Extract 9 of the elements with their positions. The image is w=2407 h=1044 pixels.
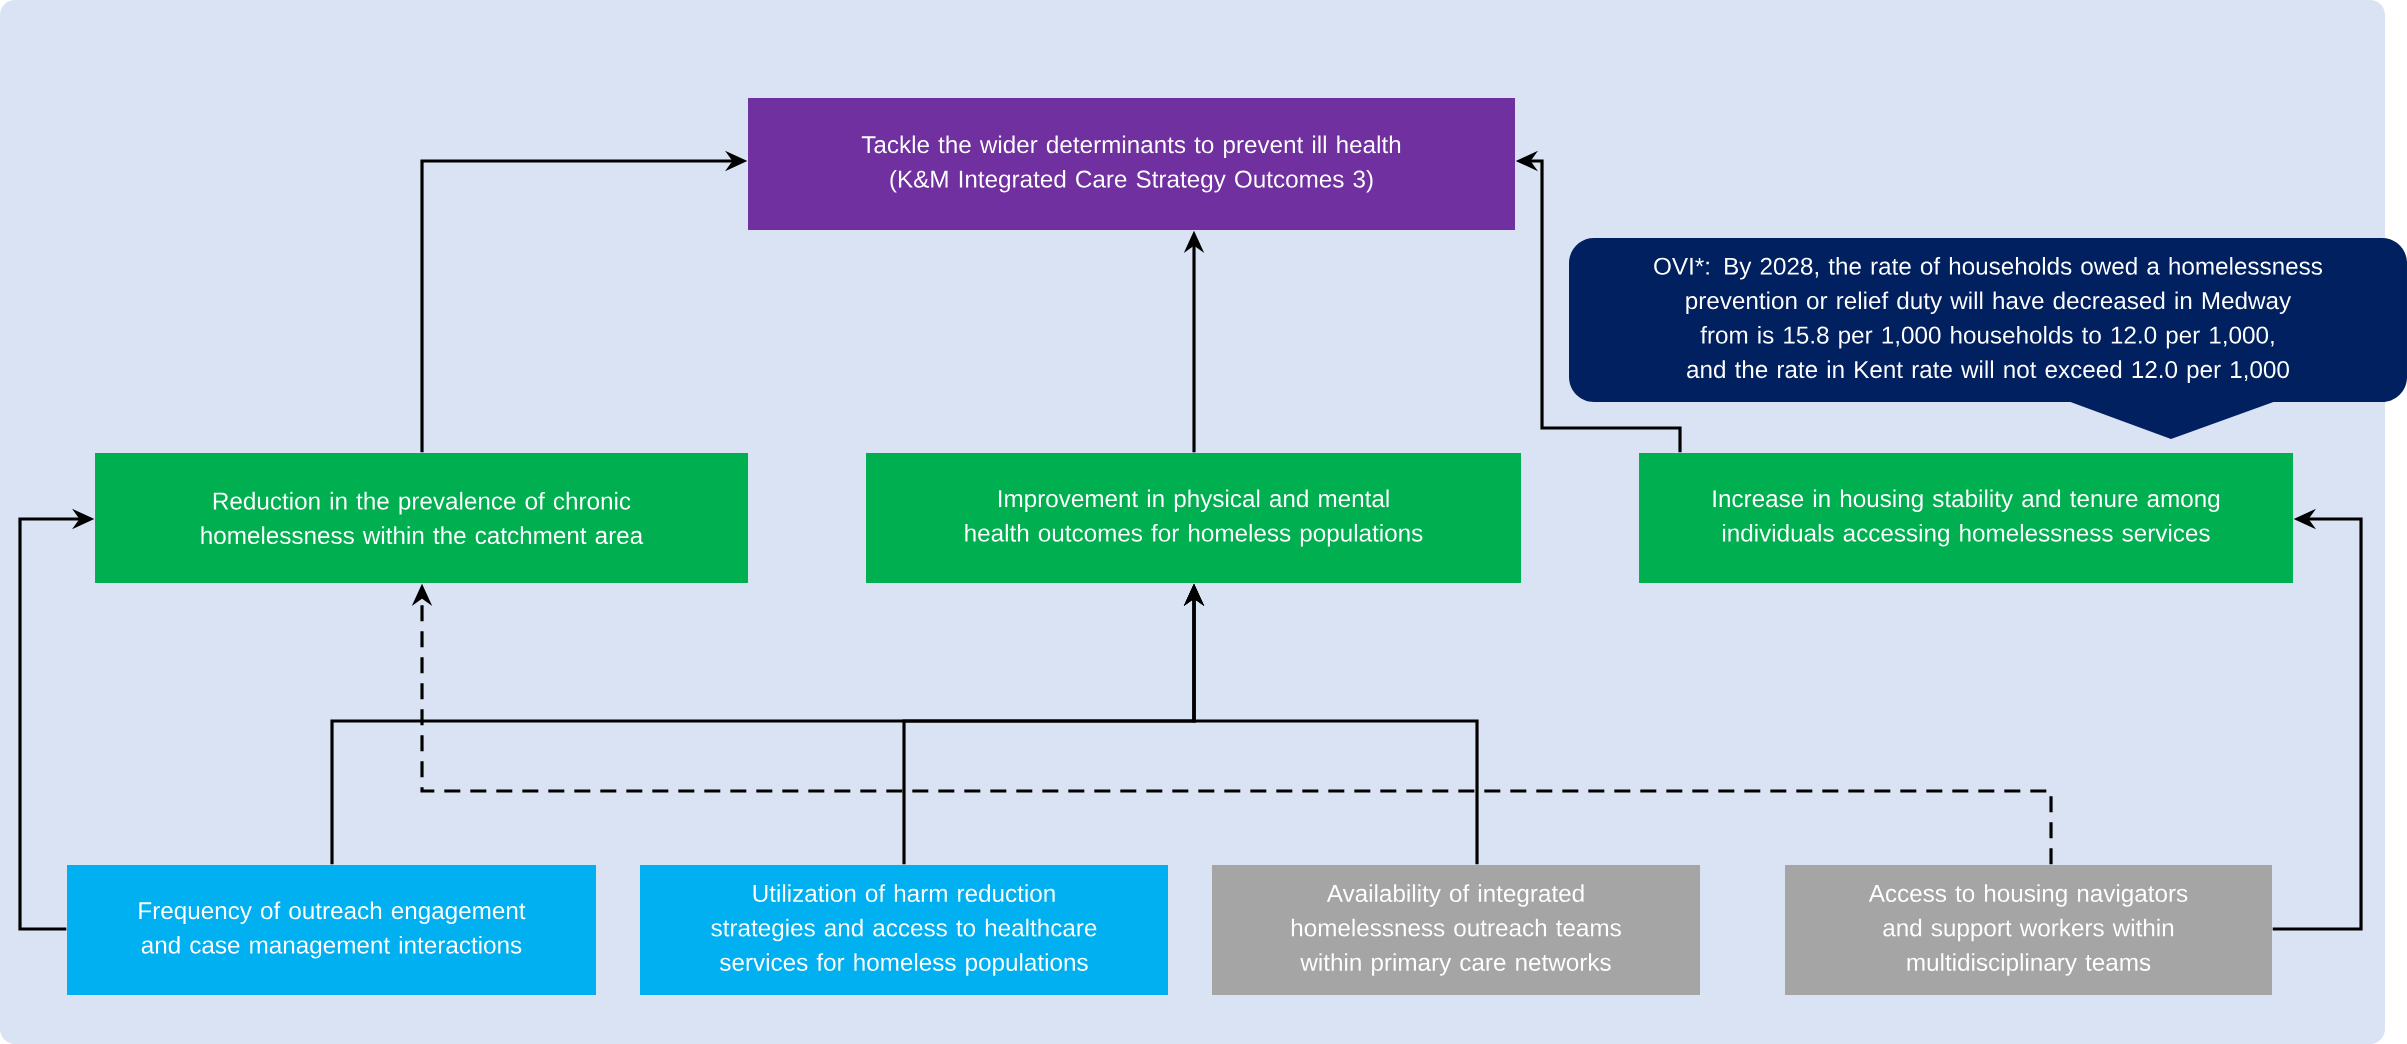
indicator-box: Utilization of harm reduction strategies and access to healthcare services for homeless populations (640, 865, 1168, 995)
indicator-box: Availability of integrated homelessness outreach teams within primary care networks (1212, 865, 1700, 995)
outcome-box: Reduction in the prevalence of chronic homelessness within the catchment area (95, 453, 748, 583)
indicator-box: Frequency of outreach engagement and case management interactions (67, 865, 596, 995)
outcome-box: Increase in housing stability and tenure among individuals accessing homelessness services (1639, 453, 2293, 583)
goal-box: Tackle the wider determinants to prevent ill health (K&M Integrated Care Strategy Outcomes 3) (748, 98, 1515, 230)
callout: OVI*: By 2028, the rate of households owed a homelessness prevention or relief duty will have decreased in Medway from is 15.8 per 1,000 households to 12.0 per 1,000, and the rate in Kent rate will not exceed 12.0 per 1,000 (1569, 238, 2407, 439)
indicator-box: Access to housing navigators and support workers within multidisciplinary teams (1785, 865, 2272, 995)
outcome-box: Improvement in physical and mental health outcomes for homeless populations (866, 453, 1521, 583)
